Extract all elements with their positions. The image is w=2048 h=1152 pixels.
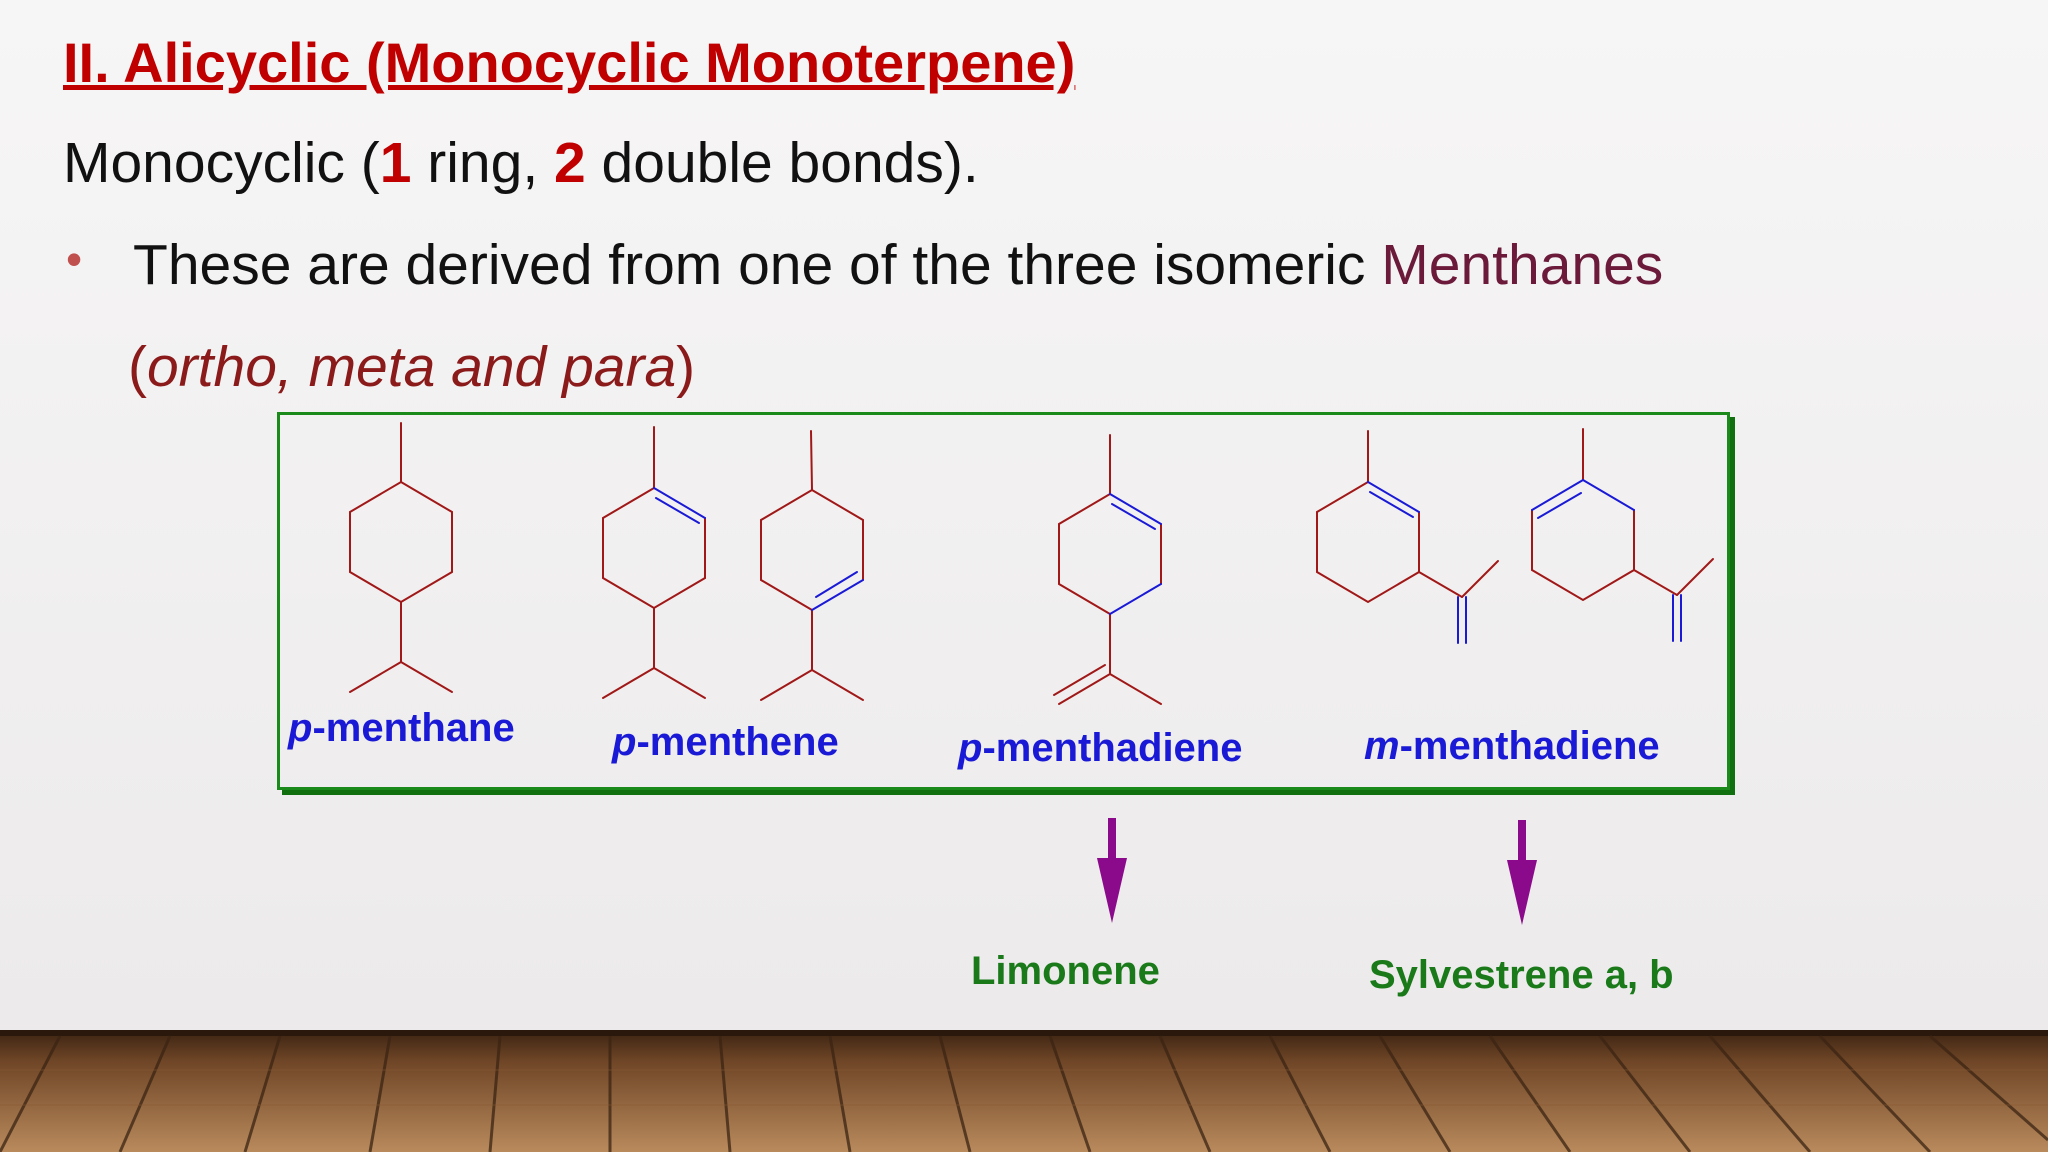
isomer-open-paren: ( (128, 335, 147, 399)
label-p-menthane: p-menthane (288, 706, 515, 751)
wood-floor-decoration (0, 1030, 2048, 1152)
bullet-text-main: These are derived from one of the three … (133, 233, 1382, 297)
slide-canvas (0, 0, 2048, 1030)
ring-count: 1 (379, 131, 412, 195)
product-limonene: Limonene (971, 949, 1160, 993)
label-p-menthadiene: p-menthadiene (958, 726, 1242, 771)
p-menthene-structure-1 (602, 426, 706, 699)
line1-mid: ring, (411, 131, 554, 195)
slide-title: II. Alicyclic (Monocyclic Monoterpene) (63, 31, 1076, 94)
label-p-menthene: p-menthene (612, 720, 839, 765)
p-menthadiene-structure (1053, 434, 1162, 705)
arrow-to-sylvestrene (1507, 820, 1537, 925)
bullet-marker: • (66, 233, 83, 285)
label-suffix: -menthadiene (982, 726, 1243, 770)
label-suffix: -menthene (636, 720, 839, 764)
m-menthadiene-structure-1 (1316, 430, 1499, 644)
structures-box (277, 412, 1730, 790)
line1-suffix: double bonds). (585, 131, 979, 195)
p-menthene-structure-2 (760, 430, 864, 701)
structure-drawings (349, 422, 1714, 925)
label-suffix: -menthadiene (1399, 724, 1660, 768)
isomer-close-paren: ) (676, 335, 696, 399)
isomer-types: (ortho, meta and para) (128, 334, 695, 400)
label-m-menthadiene: m-menthadiene (1364, 724, 1660, 769)
monocyclic-description: Monocyclic (1 ring, 2 double bonds). (63, 130, 979, 196)
p-menthane-structure (349, 422, 453, 693)
label-suffix: -menthane (312, 706, 515, 750)
label-prefix: p (958, 726, 983, 770)
product-sylvestrene: Sylvestrene a, b (1369, 953, 1674, 997)
label-prefix: p (288, 706, 313, 750)
m-menthadiene-structure-2 (1531, 428, 1714, 642)
arrow-to-limonene (1097, 818, 1127, 923)
menthanes-term: Menthanes (1381, 233, 1664, 297)
double-bond-count: 2 (554, 131, 586, 195)
label-prefix: p (612, 720, 637, 764)
line1-prefix: Monocyclic ( (63, 131, 380, 195)
label-prefix: m (1364, 724, 1400, 768)
bullet-text: These are derived from one of the three … (133, 232, 1663, 298)
isomer-list: ortho, meta and para (146, 335, 677, 399)
